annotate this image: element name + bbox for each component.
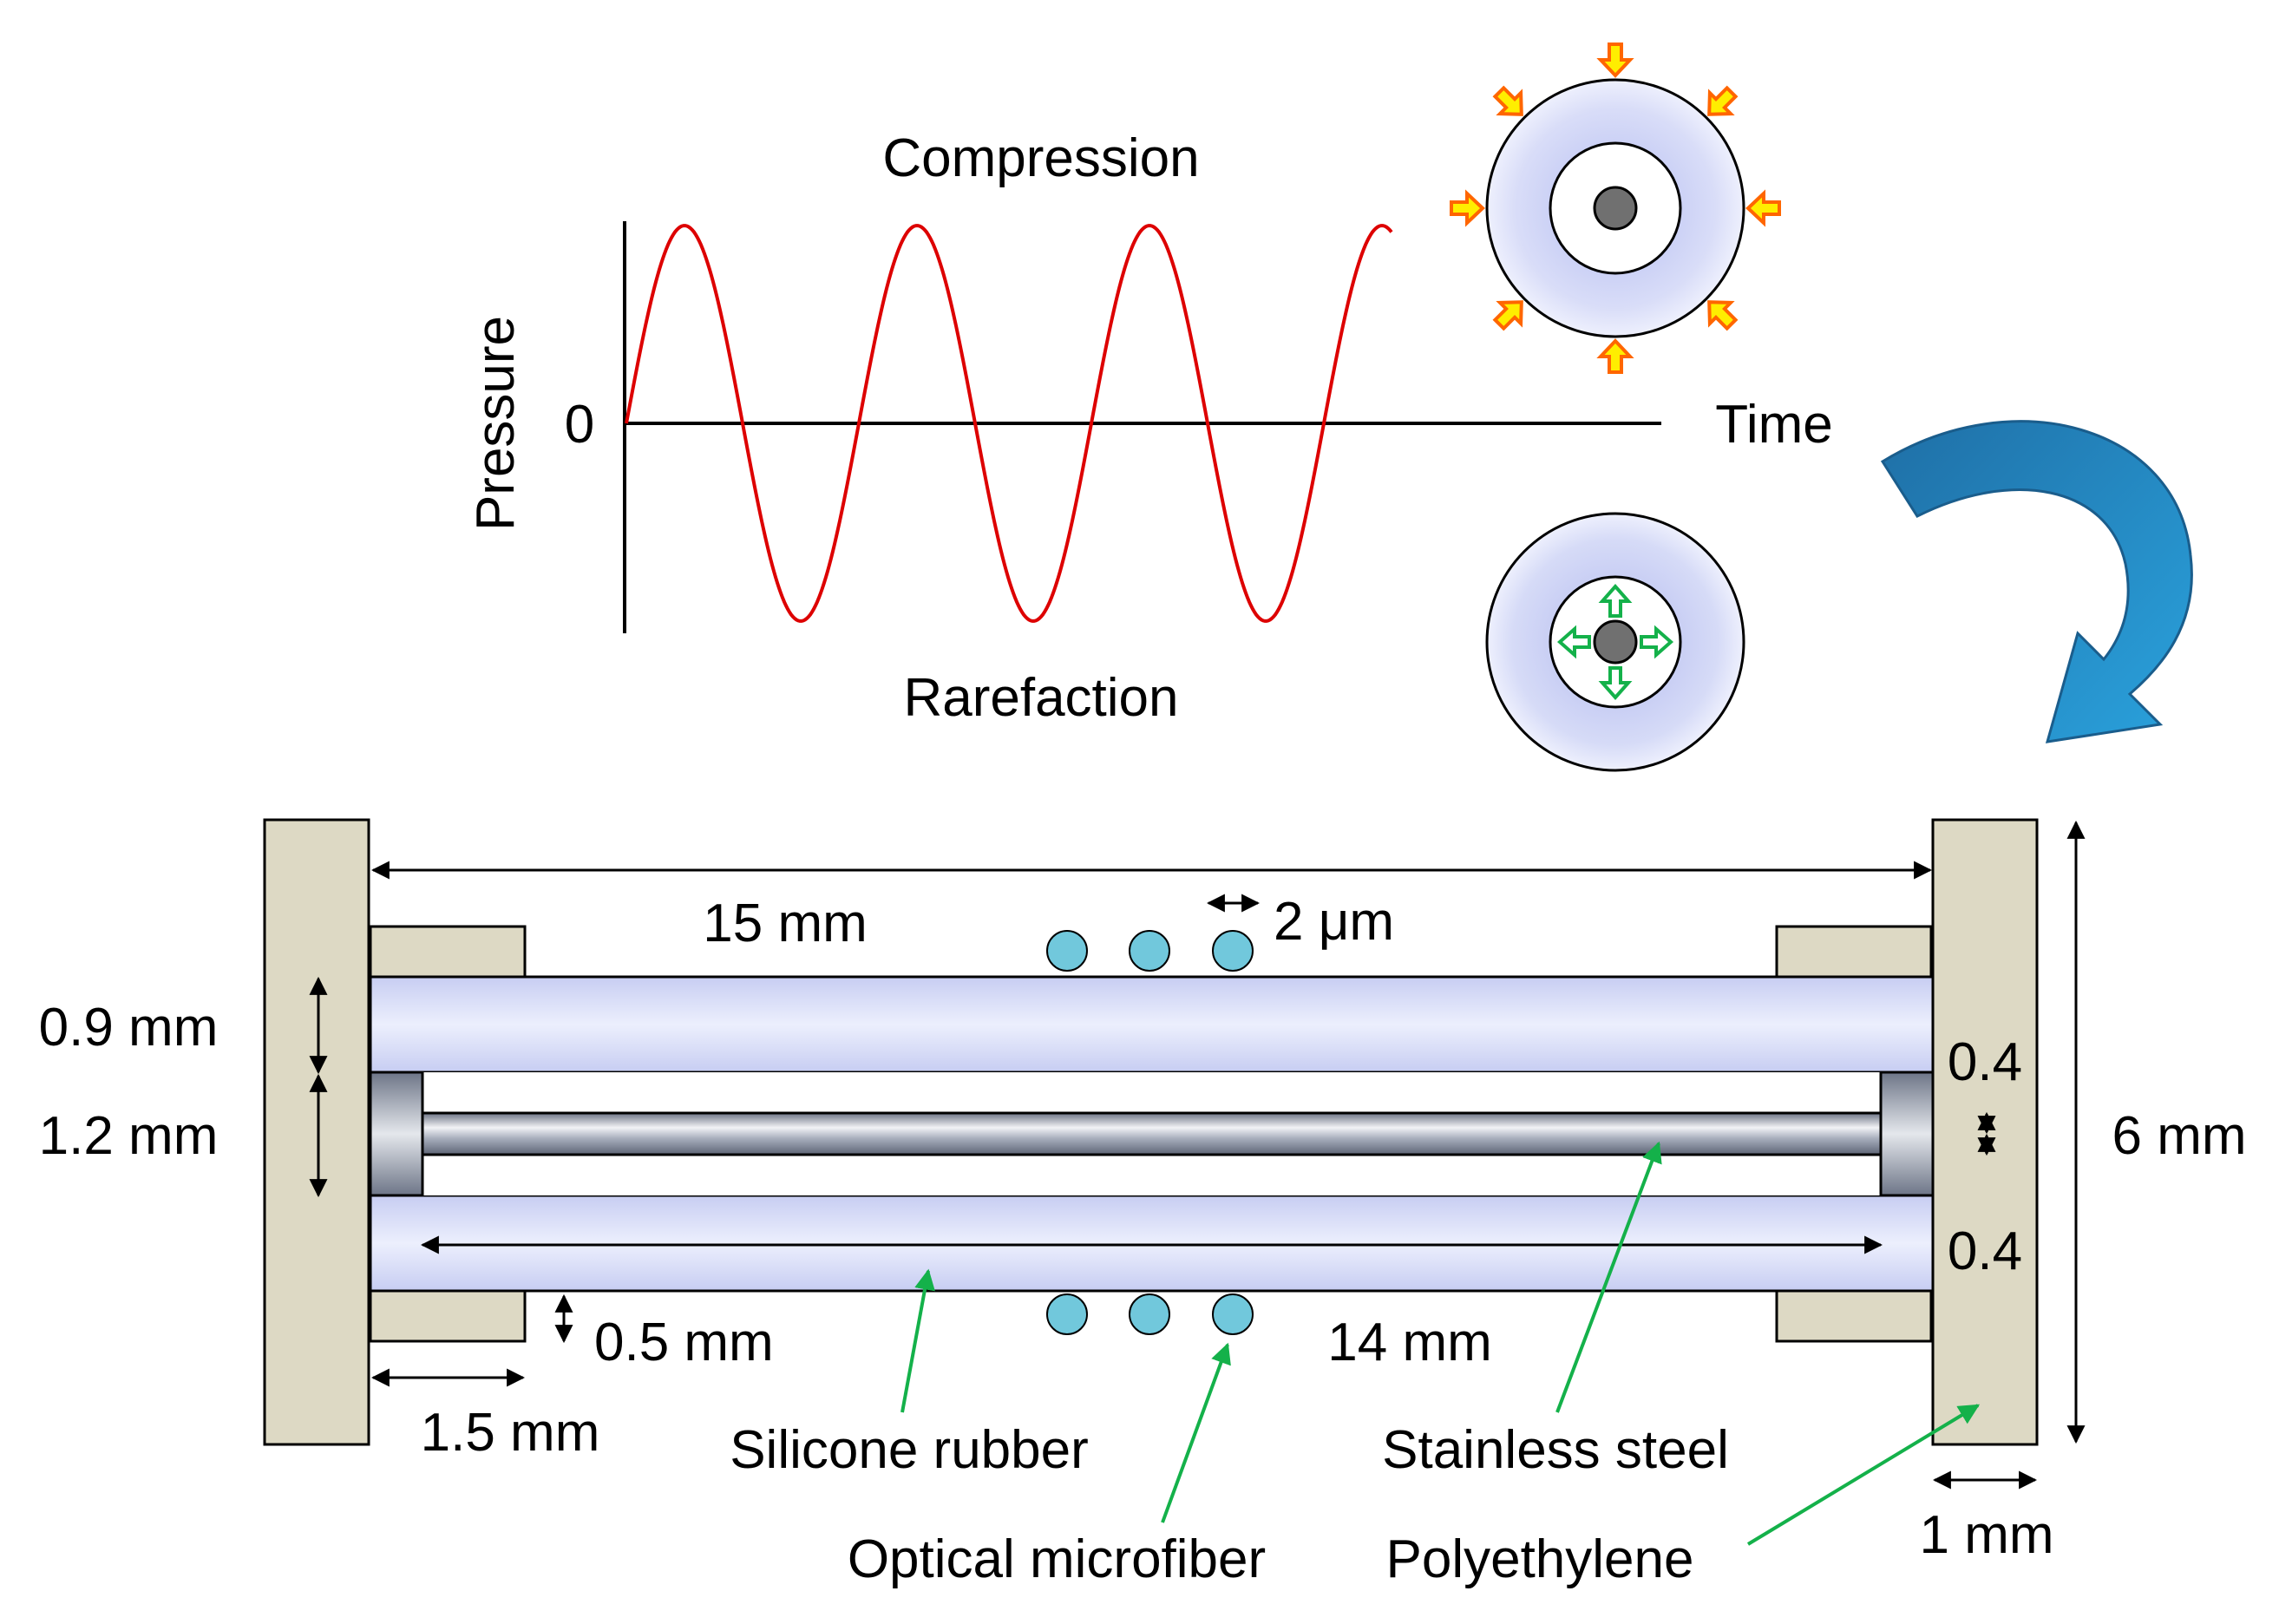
pressure-sine-wave — [625, 224, 1393, 623]
block-top-left — [369, 925, 527, 979]
pressure-wave-plot: Compression Rarefaction Pressure 0 Time — [466, 128, 1833, 728]
microfiber-dot — [1129, 930, 1170, 972]
label-14mm: 14 mm — [1327, 1313, 1491, 1372]
dimension-labels: 15 mm 2 μm 0.9 mm 1.2 mm 0.4 0.4 6 mm 0.… — [39, 892, 2247, 1565]
rubber-wall-top — [369, 975, 1935, 1074]
label-optical-microfiber: Optical microfiber — [848, 1529, 1266, 1589]
label-1-5mm: 1.5 mm — [421, 1403, 600, 1463]
sensor-section — [263, 818, 2039, 1446]
expansion-arrow-icon — [1598, 583, 1633, 618]
right-endcap — [1931, 818, 2039, 1446]
pointer-microfiber — [1161, 1342, 1231, 1523]
pointer-steel — [1555, 1141, 1662, 1413]
right-plug — [1879, 1071, 1935, 1197]
label-15mm: 15 mm — [703, 894, 867, 953]
compression-arrow-icon — [1745, 189, 1781, 227]
compression-arrow-icon — [1492, 300, 1523, 331]
rubber-wall-bottom — [369, 1194, 1935, 1293]
pointer-silicone — [900, 1268, 935, 1413]
compression-label: Compression — [882, 128, 1199, 188]
compression-arrow-icon — [1492, 85, 1523, 116]
label-2um: 2 μm — [1274, 892, 1394, 952]
compression-arrow-icon — [1707, 85, 1739, 116]
microfiber-dot — [1212, 930, 1254, 972]
compressed-cross-section — [1450, 43, 1781, 374]
label-1-2mm: 1.2 mm — [39, 1106, 219, 1166]
material-labels: Silicone rubber Stainless steel Optical … — [730, 1420, 1729, 1589]
stainless-steel-rod — [421, 1111, 1883, 1156]
expansion-arrow-icon — [1556, 625, 1591, 659]
microfiber-dot — [1212, 1293, 1254, 1335]
steel-core — [1593, 619, 1638, 665]
expansion-arrows — [1556, 583, 1674, 701]
block-top-right — [1775, 925, 1933, 979]
label-silicone-rubber: Silicone rubber — [730, 1420, 1089, 1480]
label-0-5mm: 0.5 mm — [594, 1313, 774, 1372]
label-1mm: 1 mm — [1920, 1505, 2054, 1565]
compression-arrow-icon — [1450, 189, 1485, 227]
microfiber-dot — [1129, 1293, 1170, 1335]
pointer-polyethylene — [1746, 1404, 1981, 1546]
material-pointers — [900, 1141, 1981, 1546]
time-axis-label: Time — [1715, 395, 1832, 455]
left-endcap — [263, 818, 370, 1446]
microfiber-dot — [1046, 930, 1088, 972]
microfiber-dot — [1046, 1293, 1088, 1335]
curved-arrow-icon — [1880, 420, 2193, 743]
compression-arrow-icon — [1707, 300, 1739, 331]
compression-arrows — [1450, 43, 1781, 374]
label-stainless-steel: Stainless steel — [1382, 1420, 1729, 1480]
zero-label: 0 — [565, 395, 594, 455]
compression-arrow-icon — [1596, 338, 1634, 374]
block-bottom-left — [369, 1289, 527, 1343]
rarefaction-label: Rarefaction — [903, 668, 1178, 728]
label-0-4-bottom: 0.4 — [1948, 1221, 2022, 1281]
expansion-arrow-icon — [1598, 666, 1633, 701]
label-polyethylene: Polyethylene — [1385, 1529, 1693, 1589]
expansion-arrow-icon — [1640, 625, 1674, 659]
label-6mm: 6 mm — [2112, 1106, 2247, 1166]
block-bottom-right — [1775, 1289, 1933, 1343]
compression-arrow-icon — [1596, 43, 1634, 78]
left-plug — [369, 1071, 424, 1197]
expanded-cross-section — [1485, 512, 1745, 772]
steel-core — [1593, 186, 1638, 231]
label-0-9mm: 0.9 mm — [39, 998, 219, 1058]
dimension-lines — [309, 820, 2086, 1490]
label-0-4-top: 0.4 — [1948, 1032, 2022, 1092]
pressure-axis-label: Pressure — [466, 316, 526, 531]
